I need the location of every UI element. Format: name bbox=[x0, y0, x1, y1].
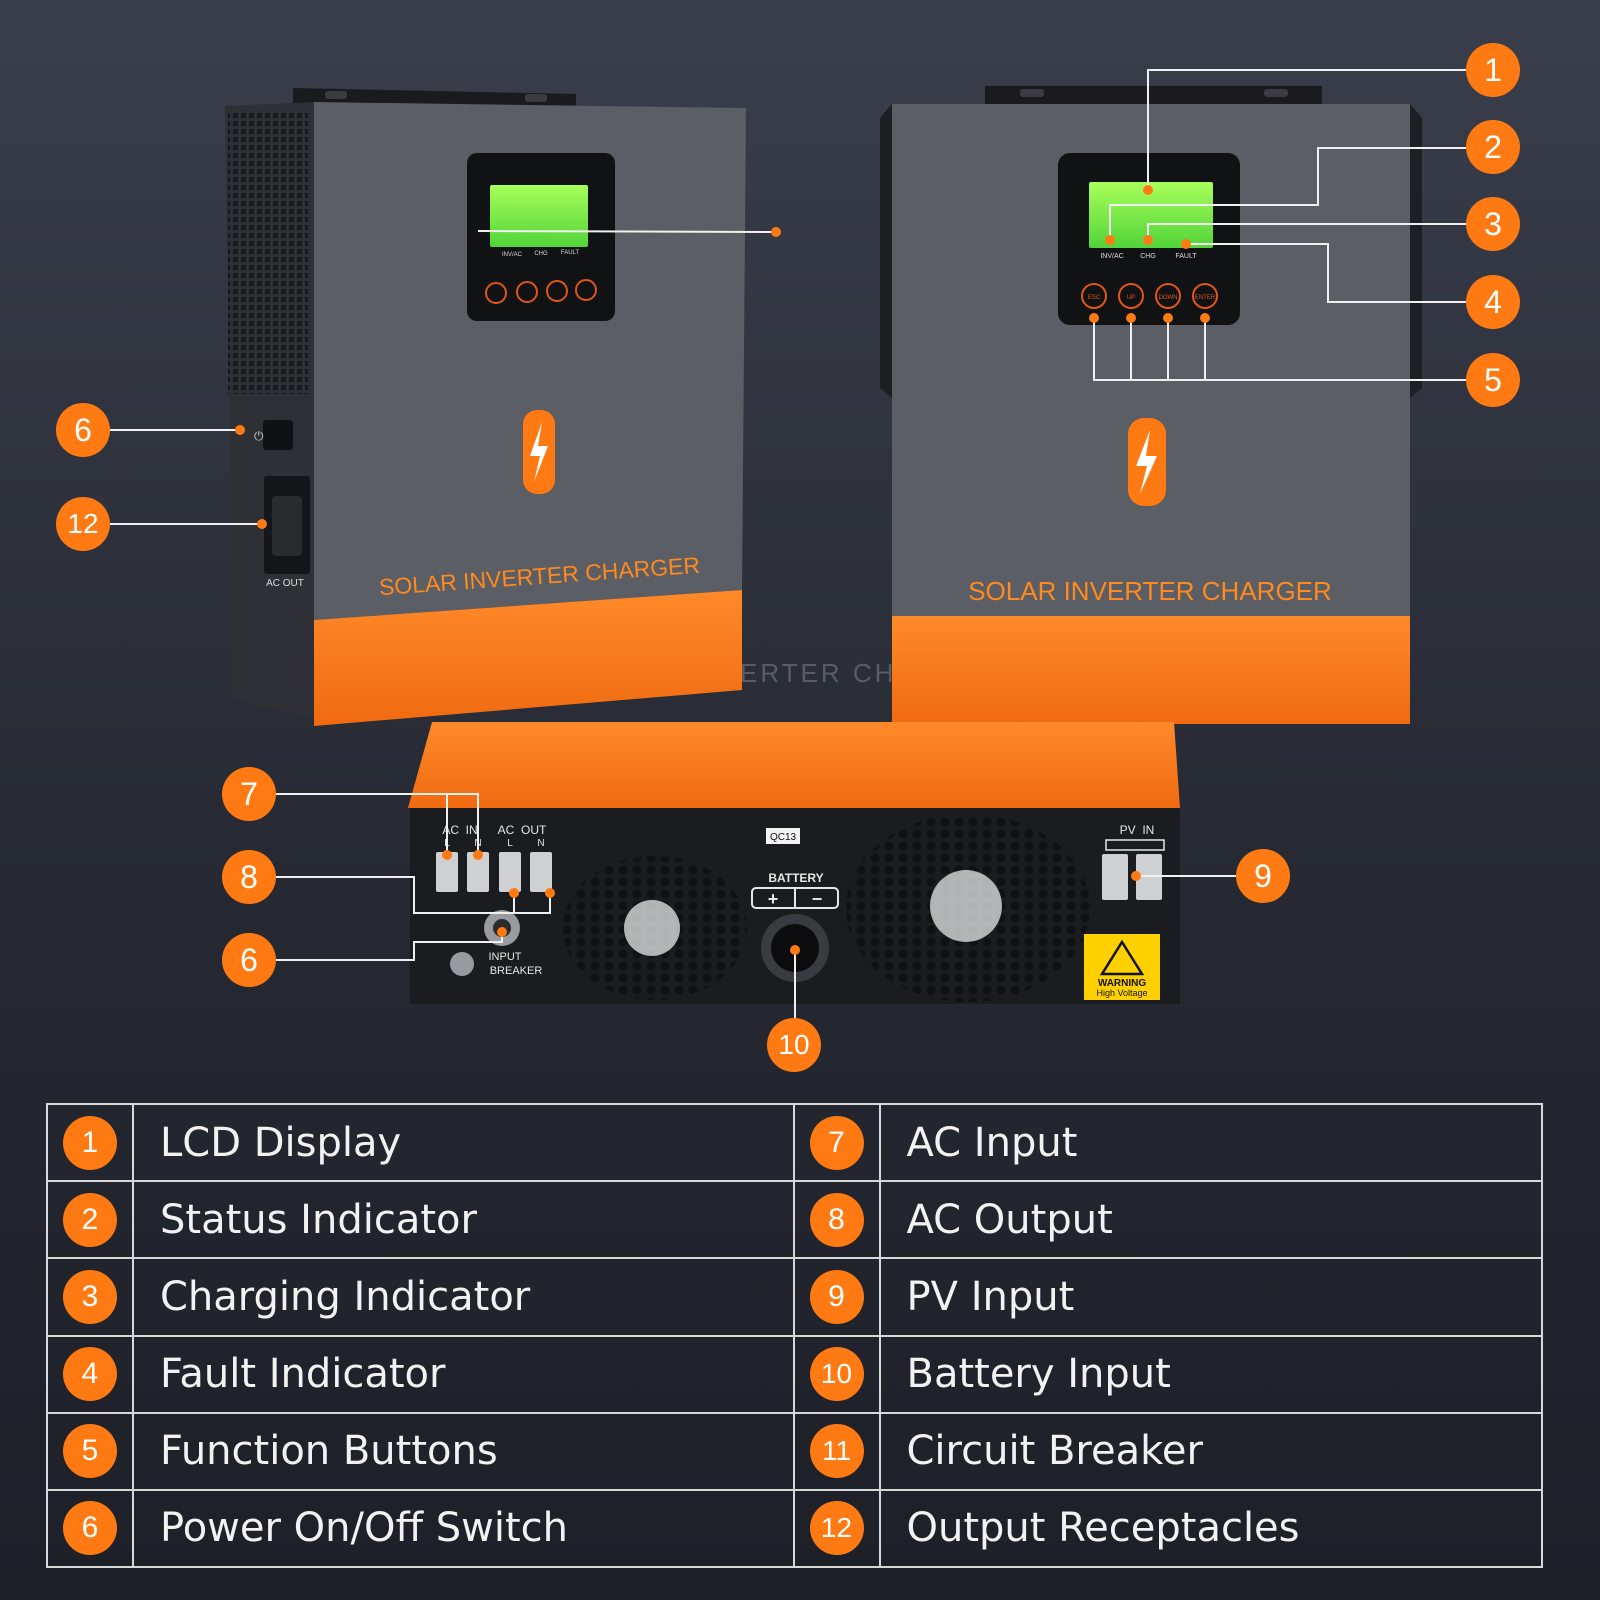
battery-minus-label: − bbox=[812, 889, 823, 909]
legend-row: 11 Circuit Breaker bbox=[794, 1413, 1541, 1491]
callout-badge: 7 bbox=[222, 767, 276, 821]
legend-number-badge: 9 bbox=[809, 1269, 864, 1324]
legend-row: 1 LCD Display bbox=[48, 1105, 793, 1183]
terminal-label: N bbox=[537, 838, 544, 849]
button-label: UP bbox=[1127, 295, 1135, 301]
legend-number-badge: 10 bbox=[809, 1347, 864, 1402]
legend-number-badge: 2 bbox=[63, 1192, 117, 1247]
svg-text:⏻: ⏻ bbox=[254, 429, 264, 443]
lcd-indicator-label: FAULT bbox=[561, 250, 580, 256]
callout-badge: 5 bbox=[1466, 353, 1520, 407]
side-ac-out-label: AC OUT bbox=[266, 578, 304, 589]
legend-label: LCD Display bbox=[160, 1119, 402, 1166]
left-inverter-unit: INV/AC CHG FAULT SOLAR INVERTER CHARGER … bbox=[225, 88, 746, 726]
legend-label: Function Buttons bbox=[160, 1428, 498, 1475]
lcd-indicator-label: CHG bbox=[1140, 253, 1156, 260]
legend-label: Fault Indicator bbox=[160, 1351, 446, 1398]
model-label: QC13 bbox=[770, 832, 797, 843]
legend-row: 10 Battery Input bbox=[794, 1336, 1541, 1414]
legend-row: 2 Status Indicator bbox=[48, 1182, 793, 1260]
ac-out-label: AC OUT bbox=[498, 823, 547, 837]
legend-number-badge: 8 bbox=[809, 1192, 864, 1247]
ground-screw bbox=[450, 952, 474, 976]
legend-row: 12 Output Receptacles bbox=[795, 1490, 1542, 1567]
legend-label: AC Input bbox=[906, 1119, 1078, 1166]
callout-badge: 3 bbox=[1466, 197, 1520, 251]
watermark-text: ERTER CH bbox=[740, 658, 896, 688]
legend-row: 5 Function Buttons bbox=[48, 1413, 793, 1491]
lcd-indicator-label: INV/AC bbox=[1100, 253, 1123, 260]
pv-in-label: PV IN bbox=[1120, 823, 1155, 837]
legend-number-badge: 7 bbox=[809, 1115, 864, 1170]
legend-number-badge: 1 bbox=[63, 1115, 117, 1170]
leader-lines bbox=[110, 69, 1466, 1022]
ac-terminals bbox=[436, 852, 552, 892]
bottom-connection-panel: AC IN AC OUT L N L N INPUT BREAKER QC13 … bbox=[408, 722, 1180, 1004]
callout-badge: 6 bbox=[222, 933, 276, 987]
legend-number-badge: 3 bbox=[63, 1269, 117, 1324]
legend-number-badge: 5 bbox=[63, 1424, 117, 1479]
callout-badge: 12 bbox=[56, 497, 110, 551]
power-switch bbox=[263, 420, 293, 450]
legend-table: 1 LCD Display 2 Status Indicator 3 Charging… bbox=[46, 1103, 1543, 1568]
legend-row: 6 Power On/Off Switch bbox=[48, 1490, 793, 1567]
legend-label: Charging Indicator bbox=[160, 1273, 531, 1320]
battery-plus-label: + bbox=[768, 889, 779, 909]
warning-subtext: High Voltage bbox=[1096, 988, 1147, 998]
callout-badge: 6 bbox=[56, 403, 110, 457]
legend-row: 9 PV Input bbox=[794, 1259, 1541, 1337]
legend-label: Status Indicator bbox=[160, 1196, 477, 1243]
lcd-indicator-label: INV/AC bbox=[502, 252, 523, 258]
lcd-indicator-label: FAULT bbox=[1175, 253, 1197, 260]
callout-badge: 1 bbox=[1466, 43, 1520, 97]
legend-label: PV Input bbox=[906, 1273, 1075, 1320]
legend-row: 4 Fault Indicator bbox=[48, 1336, 793, 1414]
right-inverter-unit: INV/AC CHG FAULT ESC UP DOWN ENTER SOLAR… bbox=[880, 86, 1422, 724]
callout-badge: 10 bbox=[767, 1018, 821, 1072]
legend-label: AC Output bbox=[906, 1196, 1113, 1243]
button-label: ESC bbox=[1088, 295, 1101, 301]
legend-column-right: 7 AC Input 8 AC Output 9 PV Input 10 Battery… bbox=[794, 1105, 1542, 1567]
pv-terminal bbox=[1102, 854, 1128, 900]
legend-label: Battery Input bbox=[906, 1351, 1171, 1398]
terminal-label: L bbox=[507, 838, 513, 849]
legend-number-badge: 12 bbox=[809, 1501, 864, 1556]
legend-number-badge: 4 bbox=[63, 1347, 117, 1402]
input-breaker-label: BREAKER bbox=[490, 965, 543, 977]
legend-number-badge: 11 bbox=[809, 1424, 864, 1479]
leader-dots bbox=[235, 185, 1210, 955]
button-label: ENTER bbox=[1195, 295, 1216, 301]
callout-badge: 8 bbox=[222, 850, 276, 904]
left-function-buttons bbox=[485, 279, 597, 304]
warning-sticker bbox=[1084, 934, 1160, 1000]
legend-label: Power On/Off Switch bbox=[160, 1505, 568, 1552]
legend-number-badge: 6 bbox=[63, 1501, 117, 1556]
button-label: DOWN bbox=[1159, 295, 1178, 301]
legend-label: Circuit Breaker bbox=[906, 1428, 1203, 1475]
legend-column-left: 1 LCD Display 2 Status Indicator 3 Charging… bbox=[48, 1105, 795, 1567]
callout-badge: 2 bbox=[1466, 120, 1520, 174]
legend-row: 8 AC Output bbox=[794, 1182, 1541, 1260]
battery-label: BATTERY bbox=[768, 871, 823, 885]
warning-text: WARNING bbox=[1098, 978, 1147, 989]
legend-row: 3 Charging Indicator bbox=[48, 1259, 793, 1337]
callout-badge: 4 bbox=[1466, 275, 1520, 329]
input-breaker-label: INPUT bbox=[489, 951, 522, 963]
callout-badge: 9 bbox=[1236, 849, 1290, 903]
right-unit-label: SOLAR INVERTER CHARGER bbox=[968, 576, 1332, 606]
legend-label: Output Receptacles bbox=[906, 1505, 1300, 1552]
right-function-buttons: ESC UP DOWN ENTER bbox=[1081, 283, 1218, 309]
product-illustration: INV/AC CHG FAULT SOLAR INVERTER CHARGER … bbox=[110, 69, 1466, 1022]
lcd-indicator-label: CHG bbox=[534, 251, 548, 257]
legend-row: 7 AC Input bbox=[794, 1105, 1541, 1183]
ac-in-label: AC IN bbox=[442, 823, 477, 837]
